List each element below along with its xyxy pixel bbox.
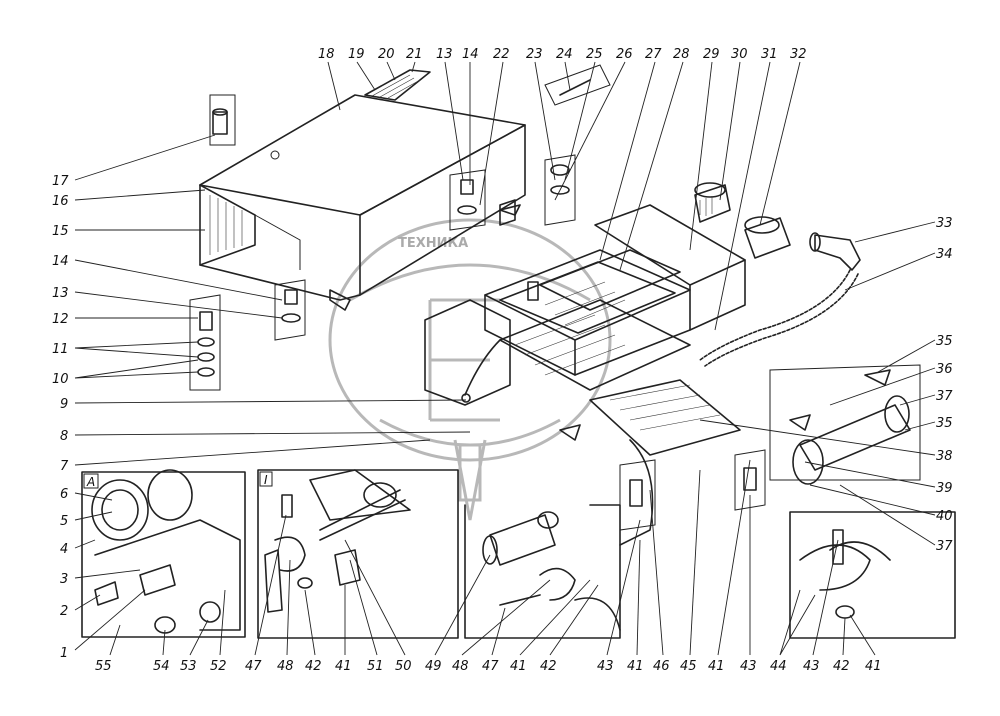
leader-lines [74,61,936,656]
callout-number: 20 [378,47,395,62]
callout-number: 31 [761,47,778,62]
callout-number: 26 [616,47,633,62]
callout-number: 28 [673,47,690,62]
callout-number: 16 [52,194,69,209]
callout-number: 42 [833,659,850,674]
callout-number: 42 [305,659,322,674]
callout-number: 8 [60,429,68,444]
pipe-33 [809,232,861,271]
callout-number: 41 [335,659,352,674]
callout-number: 1 [60,646,68,661]
callout-number: 13 [436,47,453,62]
bolt-14-13 [274,279,306,341]
callout-number: 32 [790,47,807,62]
bolt-43-right [734,449,766,511]
callout-number: 35 [936,334,953,349]
inset-clamp [789,511,956,639]
callout-number: 14 [462,47,479,62]
callout-number: 37 [936,389,953,404]
lower-housing [424,299,691,406]
callout-number: 18 [318,47,335,62]
callout-number: 37 [936,539,953,554]
bolt-23-26 [544,64,611,226]
callout-number: 2 [60,604,68,619]
callout-numbers-bottom: 55 54 53 52 47 48 42 41 51 50 49 48 47 4… [95,659,882,674]
callout-number: 19 [348,47,365,62]
callout-number: 11 [52,342,69,357]
tray-45 [559,379,741,546]
callout-number: 39 [936,481,953,496]
callout-number: 36 [936,362,953,377]
callout-number: 10 [52,372,69,387]
callout-number: 30 [731,47,748,62]
callout-number: 40 [936,509,953,524]
callout-number: 34 [936,247,953,262]
heater-box [484,204,746,376]
callout-number: 22 [493,47,510,62]
callout-number: 49 [425,659,442,674]
pipe-assembly-35-40 [769,364,921,485]
callout-number: 53 [180,659,197,674]
callout-number: 41 [708,659,725,674]
callout-number: 14 [52,254,69,269]
callout-number: 33 [936,216,953,231]
callout-number: 41 [865,659,882,674]
hose-34 [699,269,859,367]
callout-number: 3 [60,572,68,587]
callout-number: 43 [740,659,757,674]
callout-number: 17 [52,174,69,189]
callout-number: 45 [680,659,697,674]
callout-number: 29 [703,47,720,62]
inset-i: I [257,469,459,639]
callout-number: 50 [395,659,412,674]
callout-number: 12 [52,312,69,327]
inset-i-label: I [264,473,268,487]
callout-number: 47 [482,659,499,674]
callout-number: 6 [60,487,68,502]
watermark-text: ТЕХНИКА [398,236,468,251]
callout-number: 43 [597,659,614,674]
callout-number: 48 [452,659,469,674]
bolt-13-14-22 [449,169,516,231]
callout-number: 43 [803,659,820,674]
callout-numbers-left: 17 16 15 14 13 12 11 10 9 8 7 6 5 4 3 2 … [52,174,69,661]
sleeve-29 [694,182,731,223]
callout-number: 46 [653,659,670,674]
callout-number: 52 [210,659,227,674]
callout-number: 7 [60,459,69,474]
sleeve-32 [744,216,791,259]
callout-number: 41 [510,659,527,674]
callout-number: 35 [936,416,953,431]
callout-number: 23 [526,47,543,62]
callout-number: 42 [540,659,557,674]
callout-number: 44 [770,659,787,674]
bolt-43-mid [619,459,656,531]
callout-number: 24 [556,47,573,62]
callout-number: 9 [60,397,68,412]
casing-cover [199,69,526,311]
callout-number: 41 [627,659,644,674]
callout-number: 25 [586,47,603,62]
callout-number: 48 [277,659,294,674]
bolt-17 [209,94,236,146]
callout-number: 54 [153,659,170,674]
callout-number: 4 [60,542,68,557]
inset-tee [464,504,621,639]
callout-number: 55 [95,659,112,674]
inset-a-label: А [86,475,95,489]
callout-number: 27 [645,47,662,62]
callout-numbers-right: 33 34 35 36 37 35 38 39 40 37 [936,216,953,554]
callout-number: 13 [52,286,69,301]
callout-number: 38 [936,449,953,464]
callout-number: 15 [52,224,69,239]
callout-number: 47 [245,659,262,674]
callout-number: 5 [60,514,68,529]
callout-numbers-top: 18 19 20 21 13 14 22 23 24 25 26 27 28 2… [318,47,807,62]
callout-number: 51 [367,659,384,674]
inset-a: А [81,469,246,638]
callout-number: 21 [406,47,423,62]
watermark-emblem: ТЕХНИКА [328,218,612,521]
